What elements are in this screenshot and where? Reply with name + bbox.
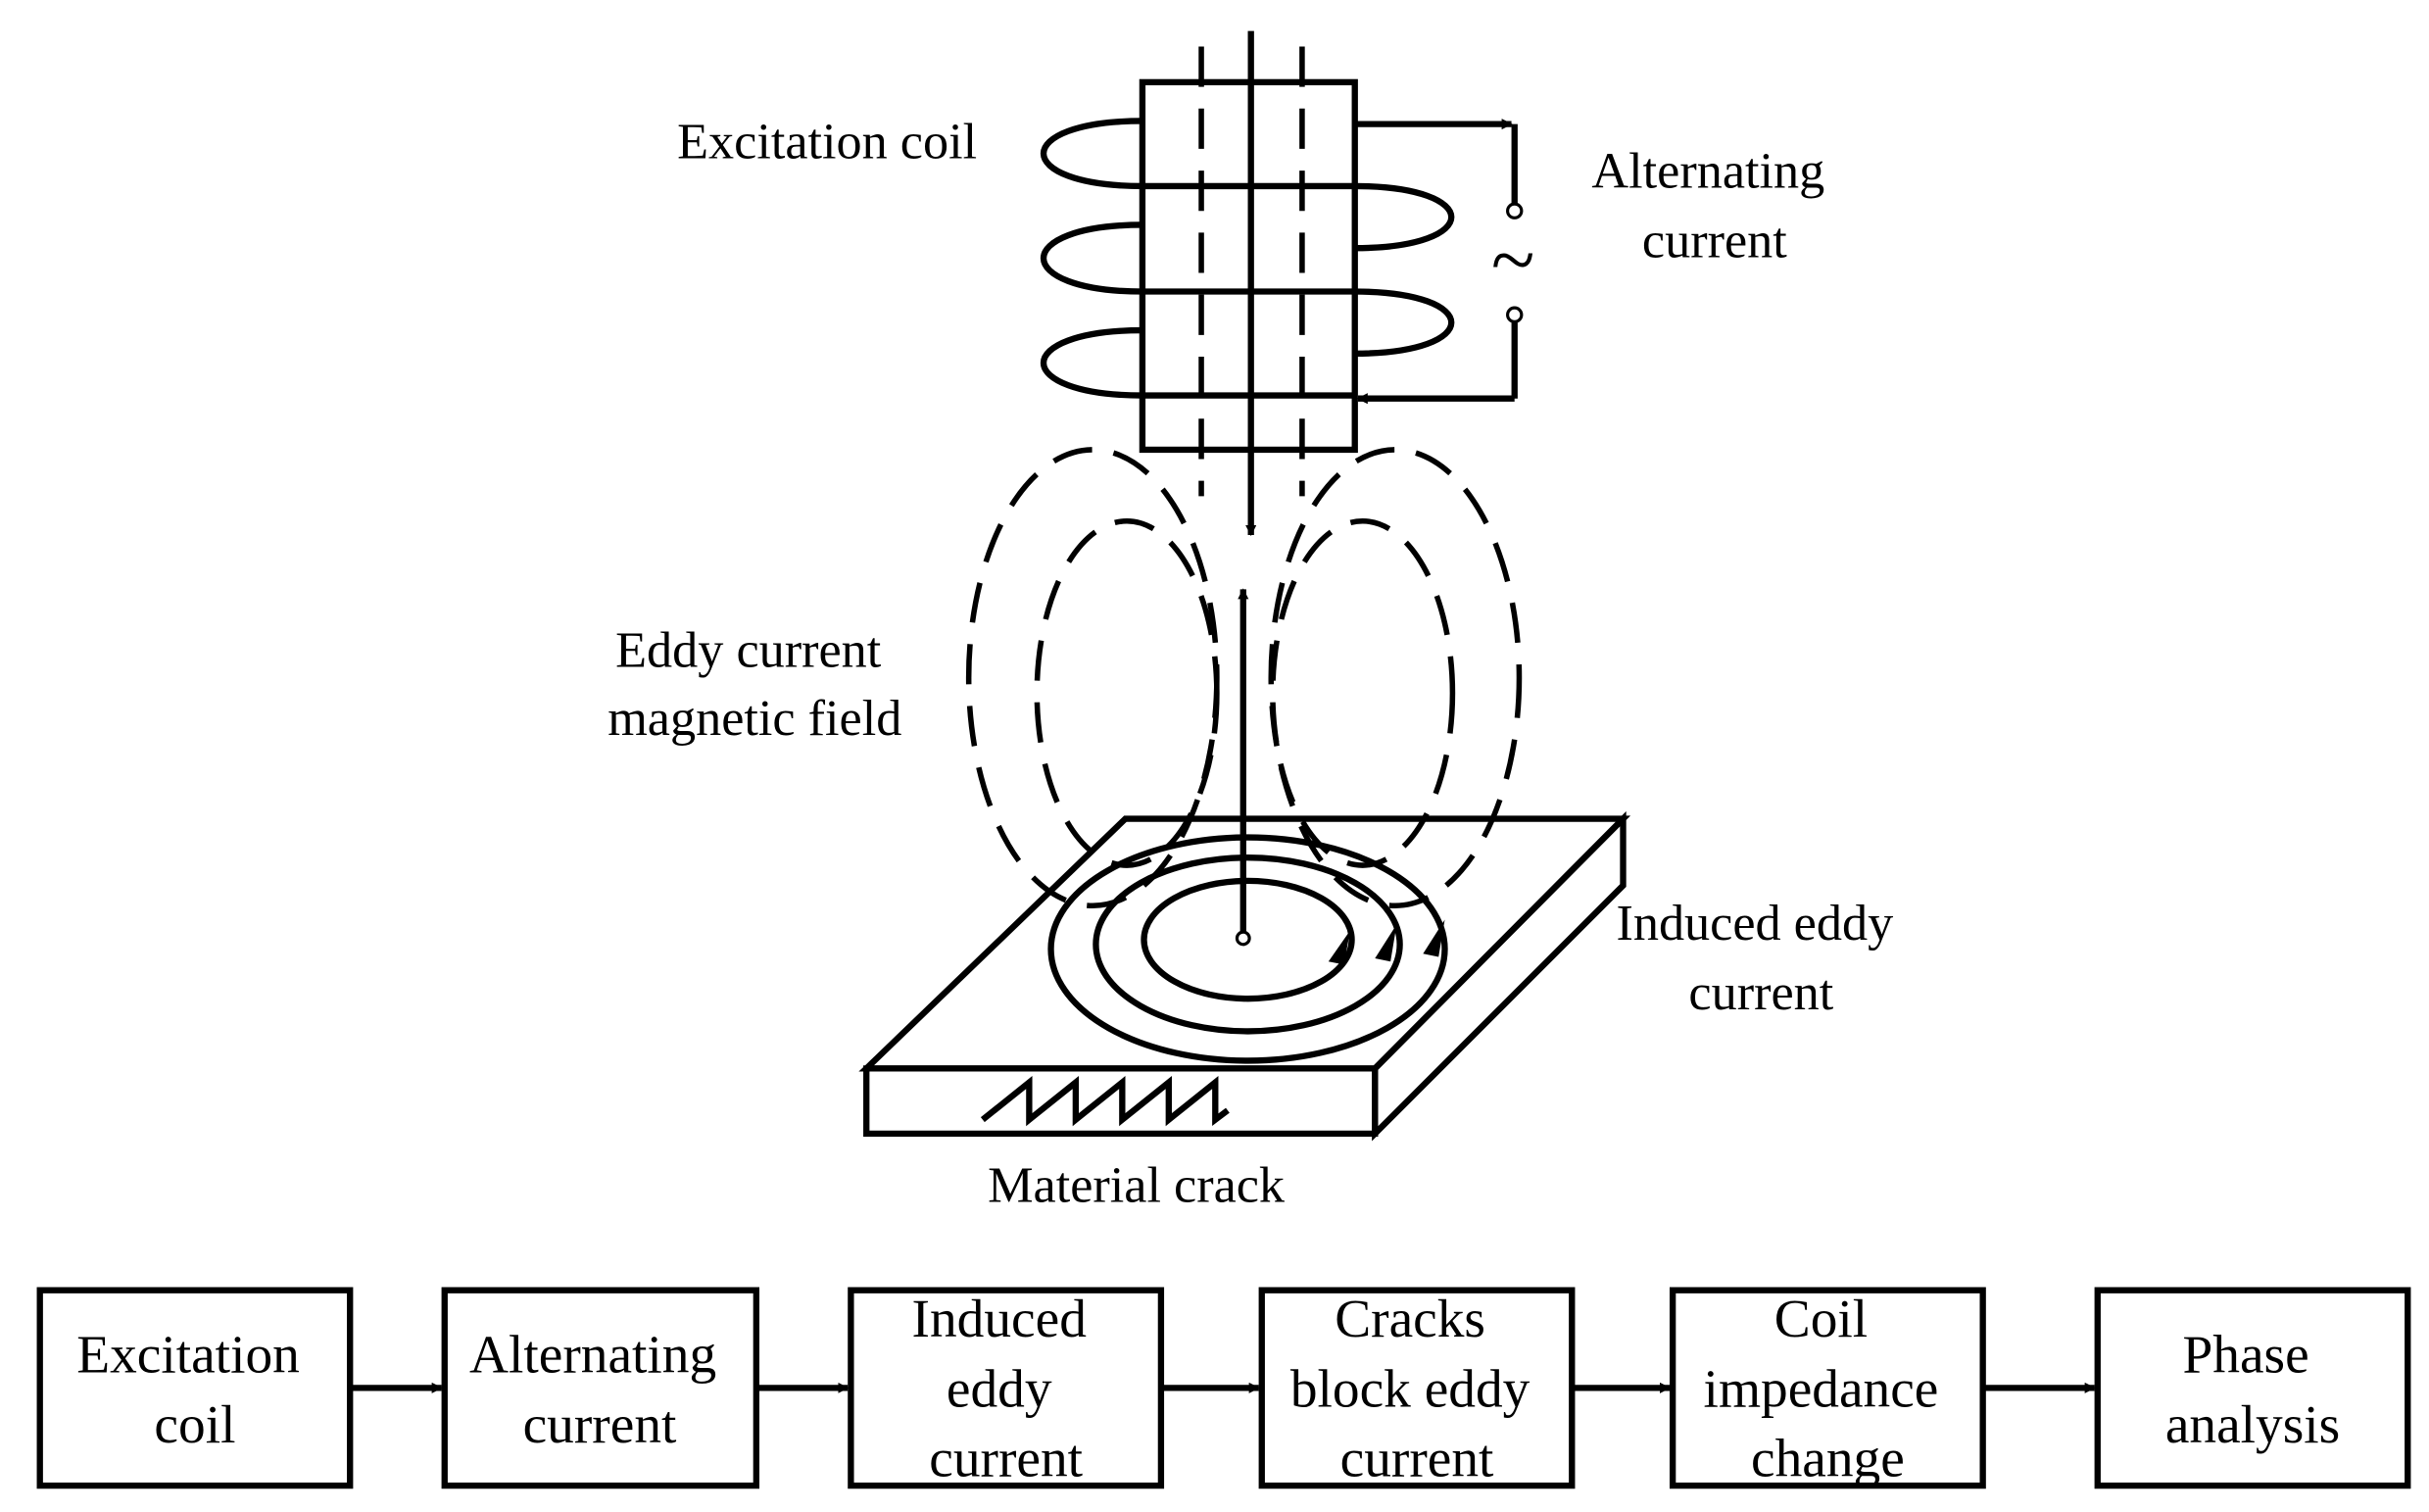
svg-text:Phase analysis: Phase analysis (2165, 1325, 2340, 1454)
flow-step-coil-impedance-change: Coil impedance change (1669, 1287, 1986, 1489)
svg-text:Cracks block eddy: Cracks block eddy current (1290, 1289, 1543, 1488)
process-flowchart: Excitation coil Alternating current Indu… (36, 1287, 2411, 1489)
material-crack-zigzag (980, 1076, 1230, 1127)
eddy-magnetic-field (965, 447, 1523, 936)
induced-eddy-rings (1047, 834, 1448, 1064)
label-induced-eddy-current: Induced eddy current (1616, 895, 1906, 1021)
eddy-arrow-icon (1423, 919, 1445, 957)
label-material-crack: Material crack (988, 1156, 1286, 1213)
material-block (858, 810, 1631, 1142)
svg-text:Coil impedance: Coil impedance change (1704, 1289, 1953, 1488)
ac-symbol: ~ (1491, 216, 1535, 305)
svg-text:Excitation coil: Excitation coil (76, 1325, 313, 1454)
excitation-coil (1041, 30, 1455, 537)
label-excitation-coil: Excitation coil (677, 113, 977, 170)
svg-text:Alternating current: Alternating current (469, 1325, 730, 1454)
eddy-arrow-icon (1375, 924, 1397, 962)
label-alternating-current: Alternating current (1591, 142, 1837, 268)
eddy-arrow-icon (1328, 930, 1350, 965)
flow-step-excitation-coil: Excitation coil (36, 1287, 354, 1489)
svg-text:Induced eddy c: Induced eddy current (912, 1289, 1100, 1488)
flow-step-alternating-current: Alternating current (441, 1287, 760, 1489)
flow-step-phase-analysis: Phase analysis (2094, 1287, 2411, 1489)
ac-circuit: ~ (1354, 119, 1535, 405)
flow-step-induced-eddy-current: Induced eddy current (848, 1287, 1165, 1489)
flow-step-cracks-block-eddy-current: Cracks block eddy current (1258, 1287, 1576, 1489)
label-eddy-magnetic-field: Eddy current magnetic field (607, 622, 901, 748)
